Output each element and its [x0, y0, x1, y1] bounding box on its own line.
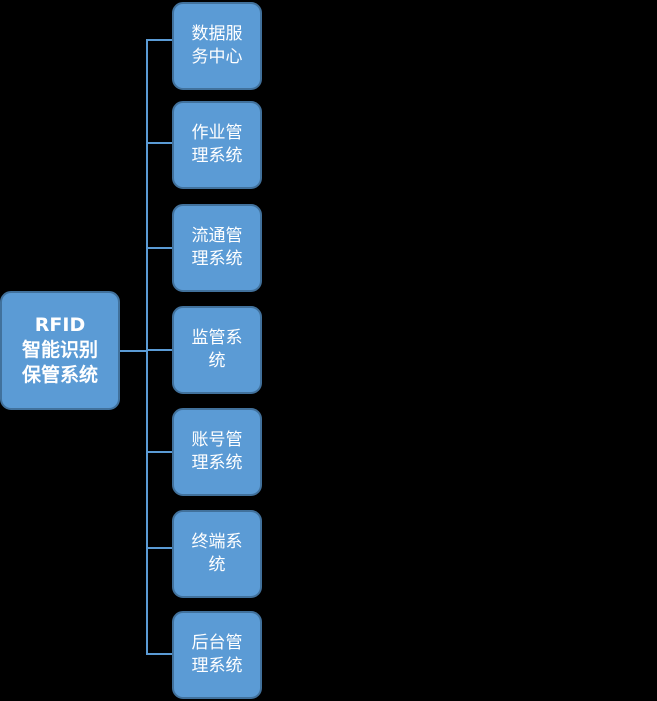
child-node-circulation-management: 流通管理系统 — [172, 204, 262, 292]
root-node-line: RFID — [34, 314, 86, 336]
child-node-label: 监管系统 — [191, 328, 243, 371]
connector-root — [120, 350, 147, 352]
child-node-label: 数据服务中心 — [191, 24, 243, 67]
child-node-label: 后台管理系统 — [191, 633, 243, 676]
connector-trunk — [146, 39, 148, 655]
child-node-data-service-center: 数据服务中心 — [172, 2, 262, 90]
child-node-supervision-system: 监管系统 — [172, 306, 262, 394]
root-node: RFID 智能识别 保管系统 — [0, 291, 120, 410]
child-node-backend-management: 后台管理系统 — [172, 611, 262, 699]
connector-branch — [146, 547, 172, 549]
connector-branch — [146, 39, 172, 41]
root-node-line: 智能识别 — [21, 339, 98, 361]
child-node-label: 终端系统 — [191, 532, 243, 575]
connector-branch — [146, 451, 172, 453]
connector-branch — [146, 349, 172, 351]
child-node-label: 账号管理系统 — [191, 430, 243, 473]
child-node-account-management: 账号管理系统 — [172, 408, 262, 496]
child-node-operation-management: 作业管理系统 — [172, 101, 262, 189]
root-node-line: 保管系统 — [21, 364, 98, 386]
connector-branch — [146, 653, 172, 655]
child-node-terminal-system: 终端系统 — [172, 510, 262, 598]
connector-branch — [146, 142, 172, 144]
child-node-label: 作业管理系统 — [191, 123, 243, 166]
child-node-label: 流通管理系统 — [191, 226, 243, 269]
connector-branch — [146, 247, 172, 249]
